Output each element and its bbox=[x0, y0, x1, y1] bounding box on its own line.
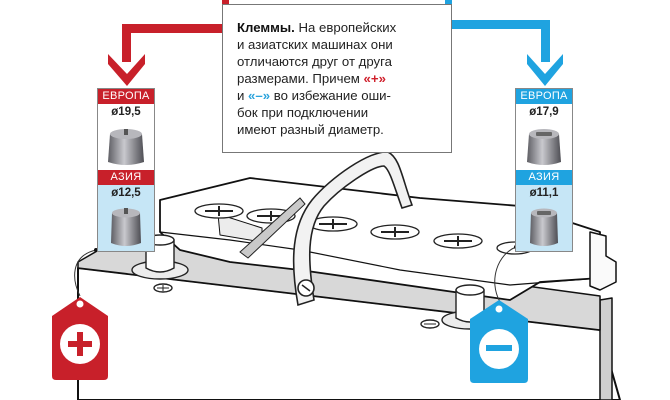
callout-line: бок при подключении bbox=[237, 105, 369, 120]
positive-asia-terminal-image bbox=[98, 201, 154, 251]
battery-side-face bbox=[599, 297, 613, 400]
callout-line: во избежание оши- bbox=[273, 88, 391, 103]
positive-europe-diameter: ø19,5 bbox=[111, 106, 141, 118]
battery-lid-edge bbox=[159, 231, 601, 286]
positive-tag-string bbox=[74, 249, 97, 297]
negative-asia-diameter: ø11,1 bbox=[529, 187, 559, 199]
negative-europe-terminal-image bbox=[516, 120, 572, 170]
vent-cap bbox=[194, 203, 244, 219]
negative-europe-label: ЕВРОПА bbox=[516, 89, 572, 104]
minus-icon bbox=[486, 345, 512, 351]
plus-icon bbox=[68, 332, 92, 356]
vent-cap bbox=[433, 233, 483, 249]
callout-line: имеют разный диаметр. bbox=[237, 122, 384, 137]
minus-quote: «–» bbox=[248, 88, 271, 103]
positive-europe-terminal-image bbox=[98, 120, 154, 170]
negative-asia-terminal-image bbox=[516, 201, 572, 251]
positive-asia-diameter: ø12,5 bbox=[111, 187, 141, 199]
positive-asia-label: АЗИЯ bbox=[98, 170, 154, 185]
positive-europe-label: ЕВРОПА bbox=[98, 89, 154, 104]
negative-tag-string bbox=[494, 246, 517, 303]
callout-line: и азиатских машинах они bbox=[237, 37, 393, 52]
and-word: и bbox=[237, 88, 245, 103]
negative-asia-block: АЗИЯ ø11,1 bbox=[516, 170, 572, 251]
callout-line: На европейских bbox=[298, 20, 397, 35]
positive-asia-block: АЗИЯ ø12,5 bbox=[98, 170, 154, 251]
terminals-info-callout: Клеммы. На европейских и азиатских машин… bbox=[222, 4, 452, 153]
positive-terminal-spec-card: ЕВРОПА ø19,5 АЗИЯ ø12,5 bbox=[97, 88, 155, 252]
callout-title: Клеммы. bbox=[237, 20, 295, 35]
callout-line: размерами. Причем bbox=[237, 71, 360, 86]
positive-tag bbox=[52, 297, 108, 380]
vent-cap bbox=[370, 224, 420, 240]
negative-asia-label: АЗИЯ bbox=[516, 170, 572, 185]
terminal-post-positive bbox=[131, 234, 189, 293]
battery-right-block bbox=[589, 231, 617, 291]
negative-tag bbox=[470, 300, 528, 383]
plus-quote: «+» bbox=[363, 71, 386, 86]
negative-europe-diameter: ø17,9 bbox=[529, 106, 559, 118]
callout-text: Клеммы. На европейских и азиатских машин… bbox=[237, 19, 447, 138]
negative-terminal-spec-card: ЕВРОПА ø17,9 АЗИЯ ø11,1 bbox=[515, 88, 573, 252]
battery-handle bbox=[239, 151, 414, 307]
callout-line: отличаются друг от друга bbox=[237, 54, 392, 69]
